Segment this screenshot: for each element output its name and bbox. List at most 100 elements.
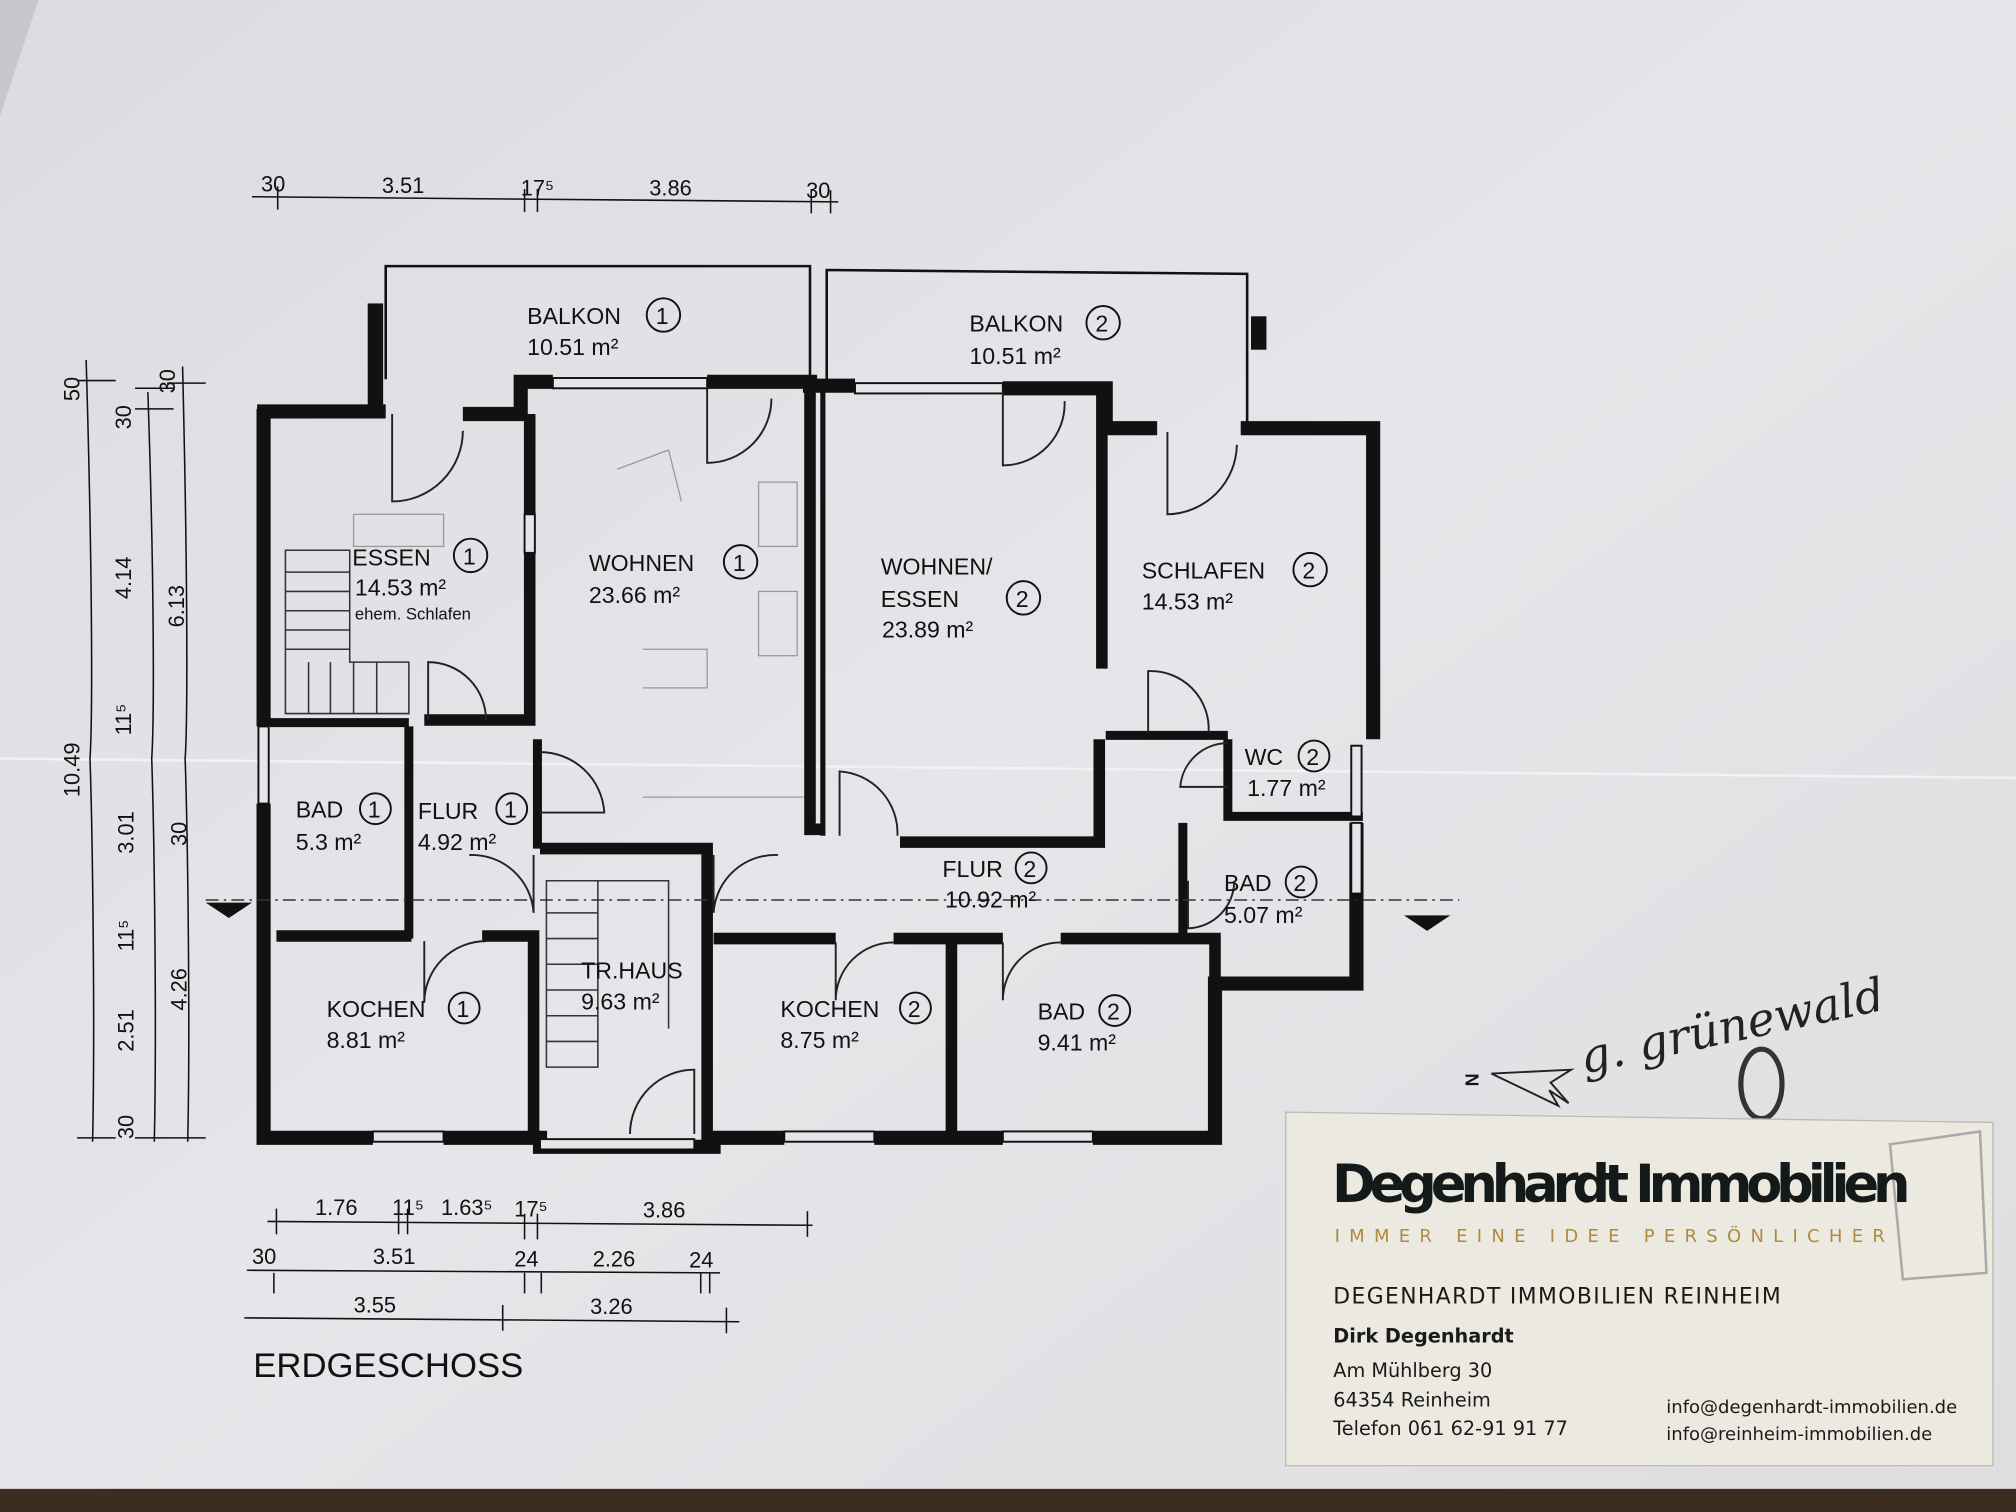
unit-number: 2 [1016,586,1029,612]
room-area: 5.3 m² [296,829,362,855]
room-bad-2-large: BAD 2 9.41 m² [1038,994,1132,1055]
card-person: Dirk Degenhardt [1333,1324,1513,1347]
dimension-label: 3.55 [354,1293,397,1318]
dimension-chains-left: 50 10.49 30 4.14 11⁵ 3.01 11⁵ 2.51 30 30… [60,359,206,1142]
unit-number: 2 [1306,744,1319,770]
staircase [284,549,670,1068]
door-icon [423,940,487,1003]
walls [256,264,1381,1154]
room-area: 9.41 m² [1038,1029,1117,1055]
room-wohnen-1: WOHNEN 1 23.66 m² [589,544,759,608]
room-area: 10.51 m² [527,334,619,360]
room-area: 23.66 m² [589,582,681,608]
dimension-label: 30 [155,369,180,393]
room-name: BAD [296,797,344,823]
room-balkon-2: BALKON 2 10.51 m² [969,305,1121,369]
section-marker-icon [1404,915,1451,931]
north-arrow-icon [1491,1068,1575,1108]
card-city: 64354 Reinheim [1333,1389,1491,1412]
unit-number: 1 [368,797,381,823]
dimension-label: 1.63⁵ [441,1195,493,1220]
room-name: KOCHEN [780,996,879,1022]
dimension-label: 50 [60,377,85,401]
room-name: SCHLAFEN [1142,558,1265,584]
card-tagline: IMMER EINE IDEE PERSÖNLICHER [1335,1225,1894,1247]
room-balkon-1: BALKON 1 10.51 m² [527,297,682,360]
door-icon [1187,880,1236,930]
card-street: Am Mühlberg 30 [1333,1359,1492,1382]
room-name: TR.HAUS [581,957,683,983]
room-bad-2-small: BAD 2 5.07 m² [1224,865,1318,928]
door-icon [1166,432,1238,516]
unit-number: 1 [656,303,669,329]
card-company-name: Degenhardt Immobilien [1332,1154,1911,1215]
dimension-label: 30 [166,822,191,846]
door-icon [539,751,606,814]
unit-number: 1 [463,543,476,569]
room-name: BALKON [969,311,1063,337]
room-treppenhaus: TR.HAUS 9.63 m² [581,957,683,1014]
dimension-label: 3.26 [590,1294,633,1319]
dimension-label: 3.01 [114,811,139,854]
room-name: BALKON [527,303,621,329]
section-line [205,899,1460,931]
dimension-chains-bottom: 1.76 11⁵ 1.63⁵ 17⁵ 3.86 30 3.51 24 2.26 … [244,1195,813,1334]
room-area: 5.07 m² [1224,902,1303,928]
dimension-label: 11⁵ [114,920,139,952]
room-name: BAD [1224,870,1272,896]
dimension-label: 3.51 [373,1244,416,1269]
door-swings [391,385,1238,1135]
unit-number: 1 [504,797,517,823]
room-name: BAD [1038,999,1086,1025]
business-card: Degenhardt Immobilien IMMER EINE IDEE PE… [1285,1111,1994,1467]
room-area: 14.53 m² [1142,588,1234,614]
room-area: 10.51 m² [969,343,1061,369]
dimension-label: 4.26 [166,968,191,1011]
card-phone: Telefon 061 62-91 91 77 [1332,1417,1568,1440]
room-bad-1: BAD 1 5.3 m² [296,792,392,855]
dimension-label: 30 [252,1244,276,1269]
room-wohnen-essen-2: WOHNEN/ ESSEN 2 23.89 m² [881,554,1042,643]
section-marker-icon [205,902,252,918]
floor-title: ERDGESCHOSS [253,1347,523,1385]
room-area: 23.89 m² [882,617,974,643]
dimension-label: 24 [689,1248,713,1273]
door-icon [391,414,464,503]
card-email-2[interactable]: info@reinheim-immobilien.de [1666,1424,1932,1445]
door-icon [469,854,535,913]
dimension-chain-top: 30 3.51 17⁵ 3.86 30 [251,172,839,214]
room-name: WOHNEN/ [881,554,993,580]
room-labels: BALKON 1 10.51 m² BALKON 2 10.51 m² ESSE… [296,297,1331,1055]
dimension-label: 2.26 [593,1246,636,1271]
room-name: FLUR [942,856,1002,882]
door-icon [1001,392,1066,467]
dimension-label: 17⁵ [521,175,554,200]
room-name: ESSEN [352,545,430,571]
room-kochen-2: KOCHEN 2 8.75 m² [780,991,932,1053]
card-floorplan-graphic [1888,1129,1988,1281]
room-wc-2: WC 2 1.77 m² [1245,739,1331,801]
door-icon [1001,941,1061,1001]
room-kochen-1: KOCHEN 1 8.81 m² [327,991,481,1053]
room-essen-1: ESSEN 1 14.53 m² ehem. Schlafen [352,537,489,624]
room-area: 14.53 m² [355,574,447,600]
unit-number: 1 [456,996,469,1022]
dimension-label: 2.51 [114,1009,139,1052]
card-email-1[interactable]: info@degenhardt-immobilien.de [1666,1397,1957,1418]
furniture-sketch [352,449,804,798]
dimension-label: 30 [111,405,136,429]
room-name: WC [1245,744,1284,770]
north-arrow: N [1463,1068,1575,1108]
unit-number: 2 [1023,856,1036,882]
room-flur-2: FLUR 2 10.92 m² [942,851,1048,913]
room-area: 4.92 m² [418,829,497,855]
room-area: 8.81 m² [327,1027,406,1053]
room-name: FLUR [418,798,478,824]
dimension-label: 24 [514,1246,538,1271]
dimension-label: 17⁵ [514,1196,547,1221]
room-name: WOHNEN [589,550,694,576]
dimension-label: 30 [114,1115,139,1139]
dimension-label: 6.13 [164,585,189,628]
room-flur-1: FLUR 1 4.92 m² [418,792,529,855]
